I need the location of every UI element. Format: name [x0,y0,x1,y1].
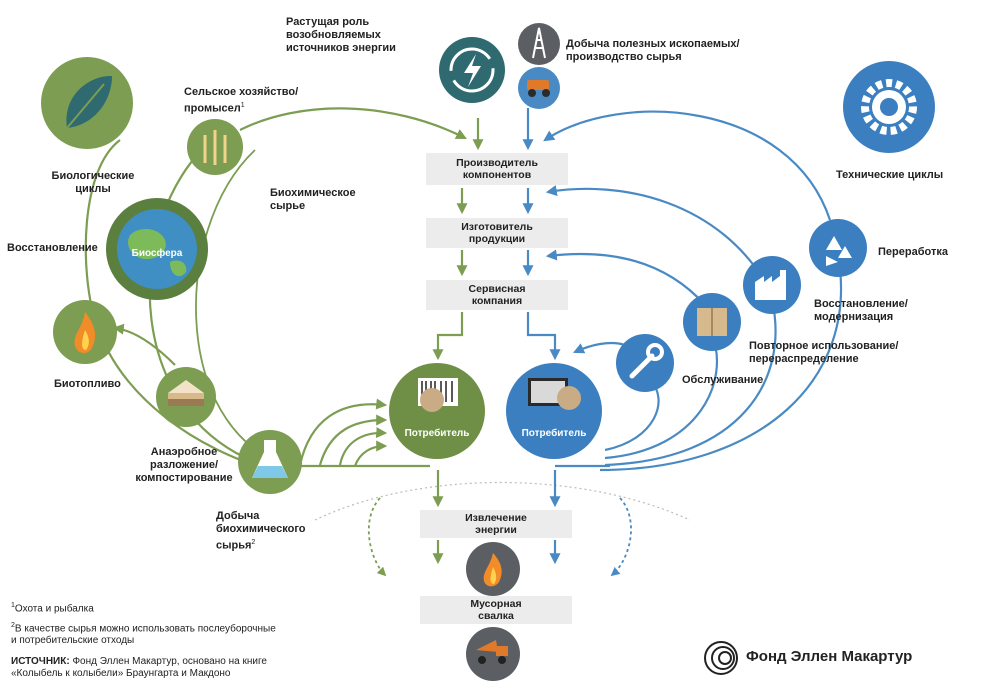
footnote-1-text: Охота и рыбалка [14,603,94,615]
soil-layers-icon [156,367,216,427]
service-provider-box: Сервисная компания [426,280,568,310]
energy-flame-icon [466,542,520,596]
mining-truck-icon [518,67,560,109]
consumer-loop-3 [338,427,388,466]
wrench-icon [616,334,674,392]
consumer-loop-1 [298,398,388,466]
technical-flows [543,110,843,472]
bio-to-biofuel-arc [112,323,176,366]
footnote-1: 1Охота и рыбалка [11,600,231,615]
green-down-arrows [367,118,484,577]
gear-icon [843,61,935,153]
factory-icon [743,256,801,314]
reuse-label: Повторное использование/ перераспределен… [749,340,899,365]
extraction-label-text: Добыча биохимического сырья [216,510,306,552]
reuse-arc [545,249,706,306]
footnote-1-mark: 1 [11,602,15,609]
extraction-footnote-mark: 2 [251,539,256,546]
leaf-icon [41,57,133,149]
biosphere-label: Биосфера [132,247,183,259]
agriculture-label: Сельское хозяйство/ промысел1 [184,86,314,116]
consumer-loop-2 [318,414,388,466]
tech-outer-return [599,254,843,472]
agri-to-parts-arc [239,107,467,139]
consumer-loop-4 [353,440,388,467]
anaerobic-label: Анаэробное разложение/ компостирование [135,446,233,484]
maintenance-label: Обслуживание [682,374,764,386]
reuse-return [604,334,719,460]
footnote-2-mark: 2 [11,622,15,629]
consumer-label: Потребитель [405,427,470,439]
bio-main-arc [148,139,281,472]
oil-rig-icon [518,23,560,65]
flame-icon [53,300,117,364]
renewables-label: Растущая роль возобновляемых источников … [286,16,396,54]
brand-name: Фонд Эллен Макартур [746,648,913,665]
box-icon [683,293,741,351]
biochem-feedstock-label: Биохимическое сырье [270,187,356,212]
restoration-label: Восстановление [7,242,98,254]
renewables-icon [439,37,505,103]
energy-recovery-box: Извлечение энергии [420,510,572,538]
dump-truck-icon [466,627,520,681]
source-label: ИСТОЧНИК: [11,656,70,667]
dotted-arc [314,481,691,521]
product-maker-box: Изготовитель продукции [426,218,568,248]
agriculture-label-text: Сельское хозяйство/ промысел [184,86,299,115]
source-note: ИСТОЧНИК: Фонд Эллен Макартур, основано … [11,656,331,680]
footnote-2: 2В качестве сырья можно использовать пос… [11,620,311,647]
parts-maker-box: Производитель компонентов [426,153,568,185]
tech-cycles-label: Технические циклы [836,169,944,181]
user-label: Потребитель [522,427,587,439]
mining-label: Добыча полезных ископаемых/ производство… [566,38,740,63]
wheat-fish-icon [187,119,243,175]
user-icon: Потребитель [506,363,602,459]
biofuel-label: Биотопливо [54,378,121,390]
recycle-icon [809,219,867,277]
globe-icon: Биосфера [106,198,208,300]
tech-outer-arc [543,110,832,221]
source-text: Фонд Эллен Макартур, основано на книге «… [11,656,267,679]
landfill-box: Мусорная свалка [420,596,572,624]
refurbish-return [604,299,777,467]
footnote-2-text: В качестве сырья можно использовать посл… [11,623,276,647]
concentric-circles-logo [704,641,738,675]
bio-cycles-label: Биологические циклы [51,170,135,195]
extraction-label: Добыча биохимического сырья2 [216,510,326,553]
refurbish-label: Восстановление/ модернизация [814,298,908,323]
maintenance-arc [573,341,626,354]
consumer-icon: Потребитель [389,363,485,459]
refurbish-arc [545,185,771,291]
flask-icon [238,430,302,494]
agriculture-footnote-mark: 1 [240,102,245,109]
recycling-label: Переработка [878,246,948,258]
blue-down-arrows [522,108,632,577]
